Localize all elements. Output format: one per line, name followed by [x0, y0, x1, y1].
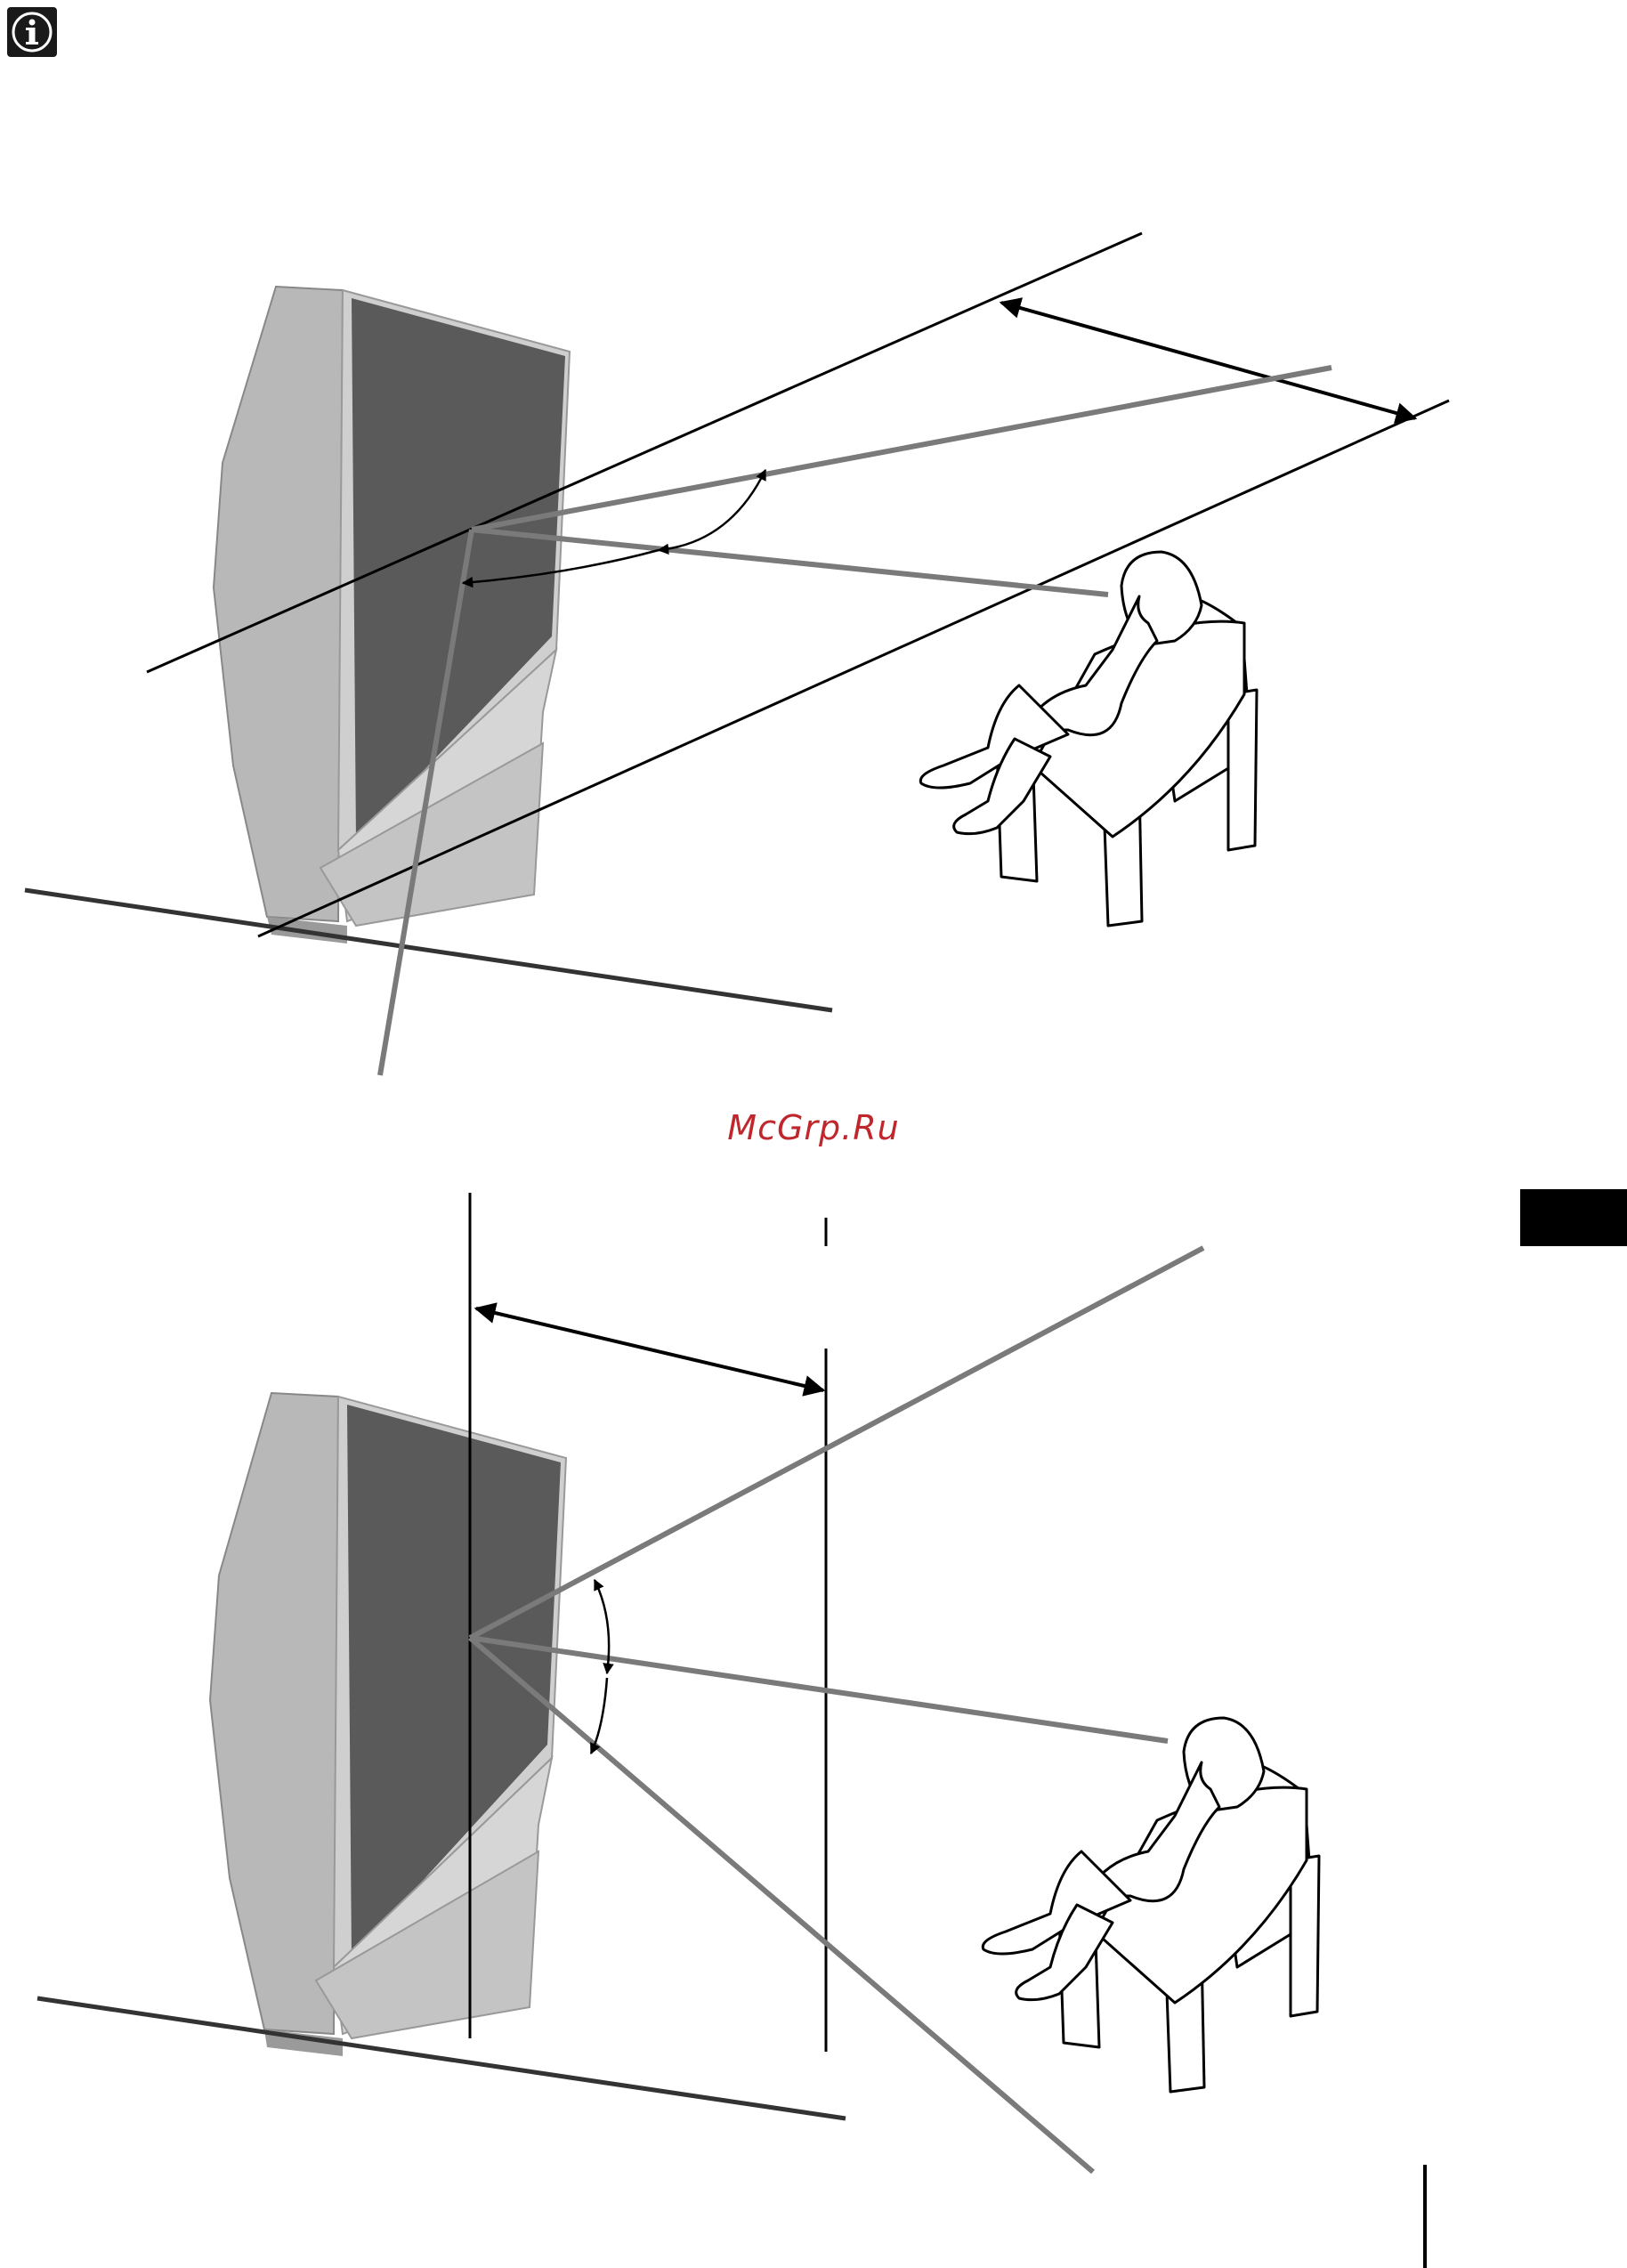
watermark-text: McGrp.Ru [0, 1108, 1627, 1147]
seated-viewer-icon [983, 1718, 1319, 2092]
vertical-viewing-angle-figure [0, 0, 1627, 1104]
tv-side-icon [214, 287, 570, 944]
page-edge-rule [1423, 2165, 1427, 2268]
horizontal-viewing-angle-figure [0, 1193, 1627, 2268]
tv-side-icon [210, 1393, 566, 2056]
seated-viewer-icon [920, 552, 1257, 926]
